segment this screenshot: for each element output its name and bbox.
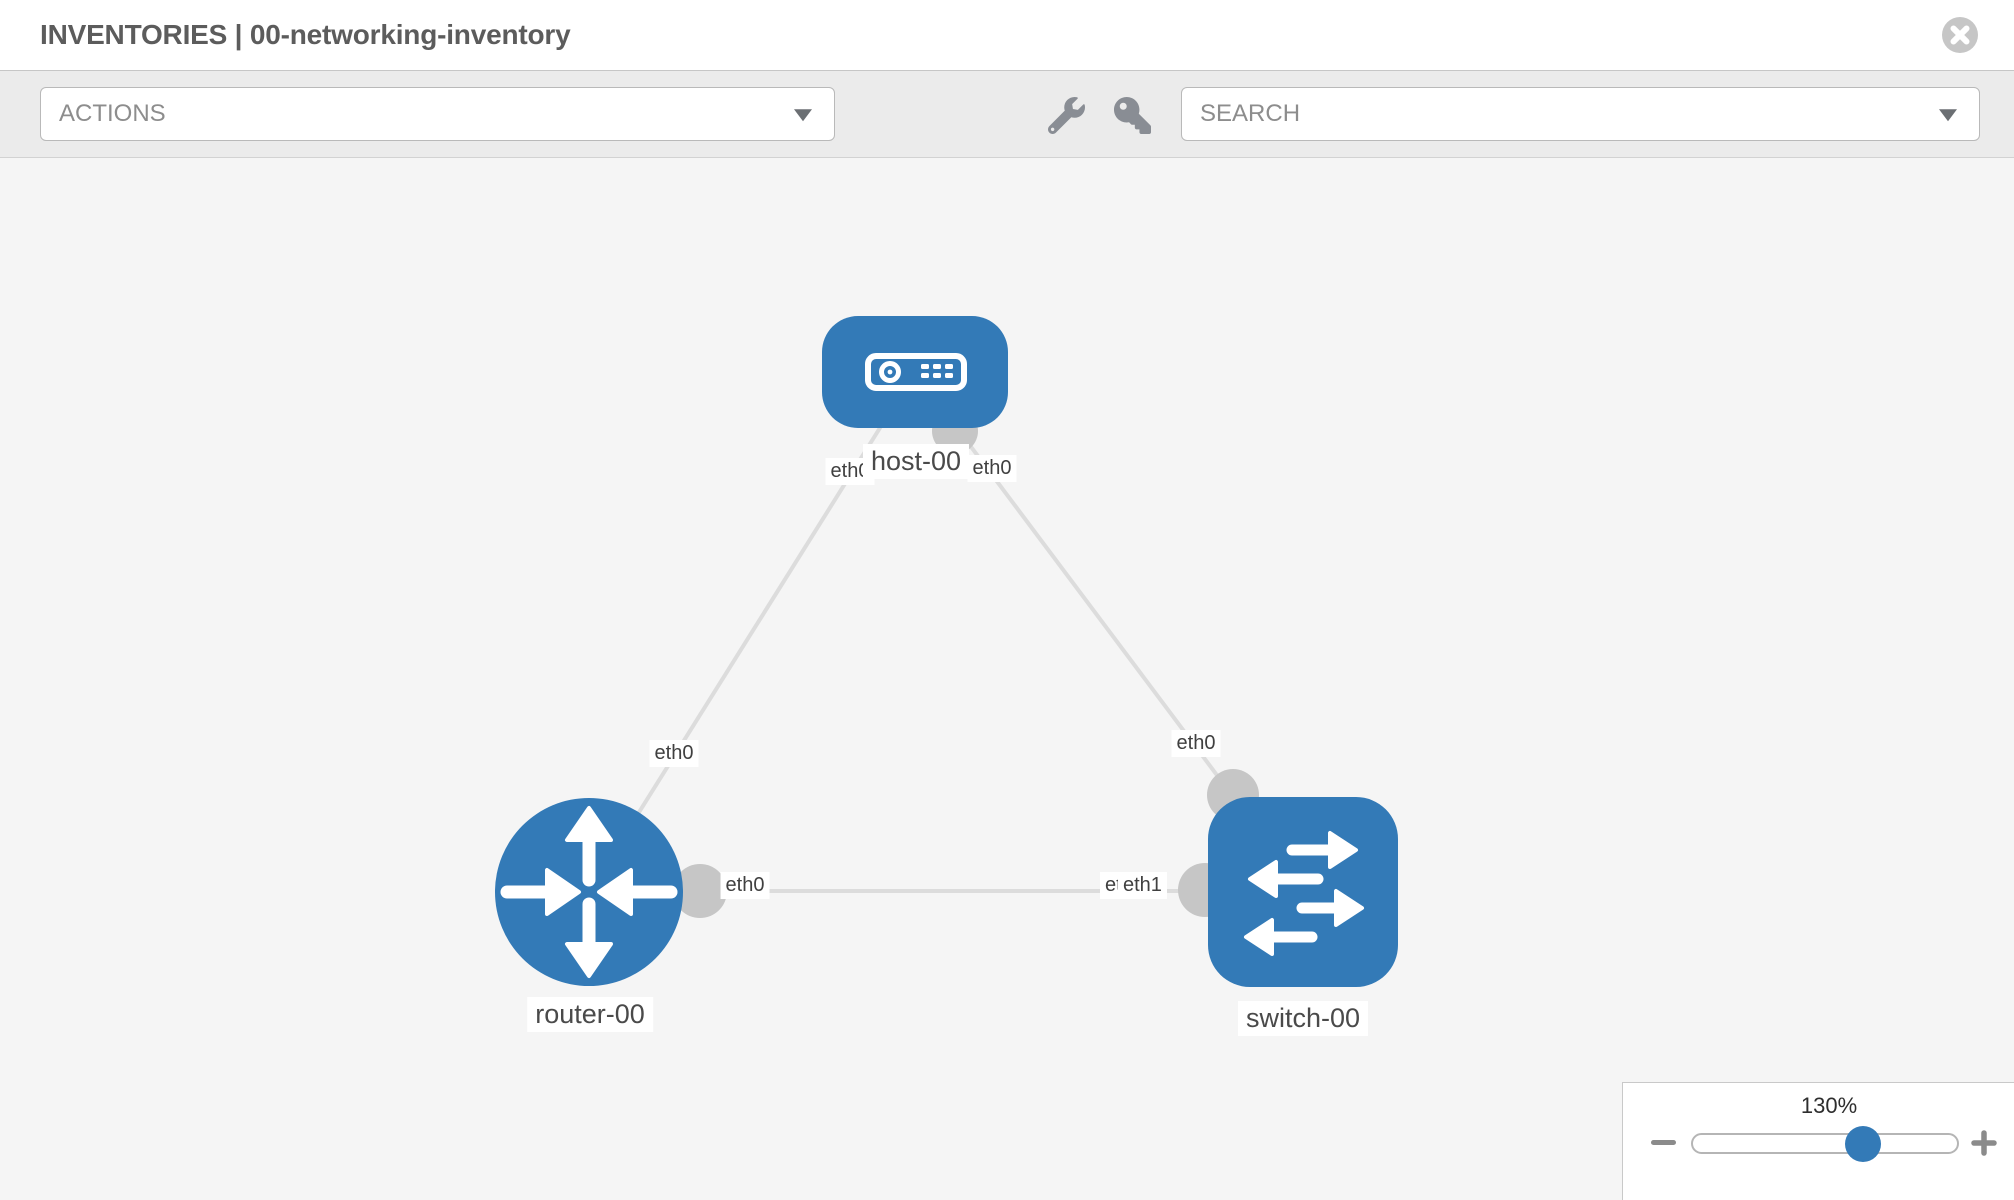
node-host-00[interactable] (822, 316, 1008, 428)
server-icon (865, 353, 967, 391)
node-switch-00[interactable] (1208, 797, 1398, 987)
chevron-down-icon (794, 109, 812, 122)
switch-icon (1244, 831, 1364, 956)
link-host-switch (913, 370, 1272, 848)
zoom-control-panel: 130% (1622, 1082, 2014, 1200)
anchor-router-right (673, 864, 727, 918)
interface-label: eth0 (649, 740, 699, 767)
zoom-in-plus-icon[interactable] (1971, 1130, 1997, 1156)
wrench-icon[interactable] (1048, 97, 1085, 134)
node-label-host-00: host-00 (862, 444, 970, 480)
zoom-out-minus-icon[interactable] (1651, 1140, 1676, 1145)
header: INVENTORIES | 00-networking-inventory (0, 0, 2014, 70)
chevron-down-icon (1939, 109, 1957, 122)
interface-label: eth0 (720, 872, 770, 899)
interface-label: eth0 (1171, 730, 1221, 757)
zoom-slider-track[interactable] (1691, 1133, 1959, 1154)
topology-canvas[interactable]: eth0 eth0 eth0 eth0 eth0 eth0 eth1 host-… (0, 158, 2014, 1200)
actions-dropdown-label: ACTIONS (59, 100, 166, 127)
node-label-switch-00: switch-00 (1237, 1001, 1369, 1037)
search-dropdown[interactable]: SEARCH (1181, 87, 1980, 141)
zoom-percentage: 130% (1800, 1093, 1858, 1118)
actions-dropdown[interactable]: ACTIONS (40, 87, 835, 141)
key-icon[interactable] (1114, 97, 1151, 134)
close-icon[interactable] (1942, 17, 1978, 53)
node-router-00[interactable] (495, 798, 683, 986)
interface-anchors (673, 408, 1259, 918)
zoom-slider-thumb[interactable] (1845, 1126, 1881, 1162)
page-title: INVENTORIES | 00-networking-inventory (40, 19, 571, 50)
interface-label: eth0 (967, 455, 1017, 482)
toolbar: ACTIONS SEARCH (0, 70, 2014, 158)
node-label-router-00: router-00 (527, 997, 653, 1033)
interface-label: eth1 (1118, 872, 1167, 899)
search-dropdown-label: SEARCH (1200, 100, 1301, 127)
router-icon (500, 806, 678, 978)
